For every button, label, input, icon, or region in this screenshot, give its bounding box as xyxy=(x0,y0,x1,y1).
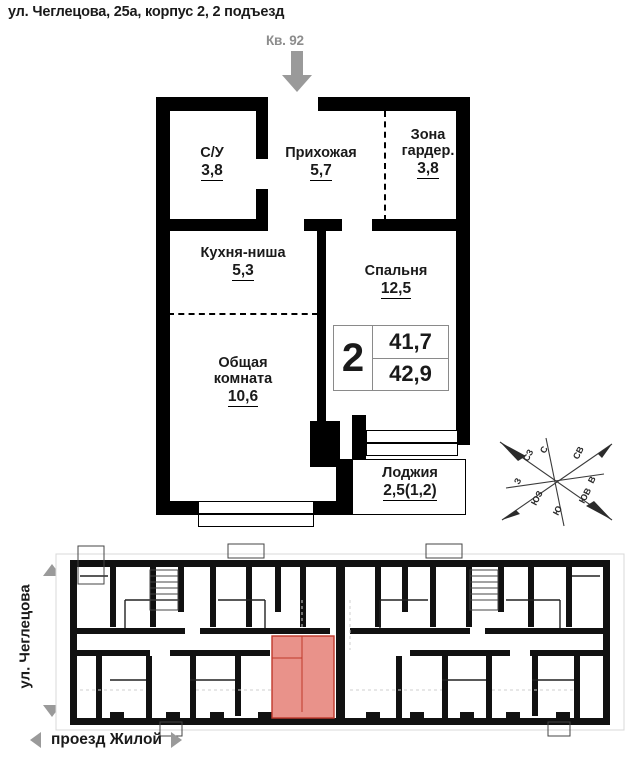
room-name-bathroom: С/У xyxy=(200,145,224,161)
highlighted-apartment xyxy=(271,635,335,719)
room-area-kitchen: 5,3 xyxy=(232,262,254,281)
area-total-value: 42,9 xyxy=(389,361,432,387)
wall-exterior-top-left xyxy=(156,97,268,111)
compass-label-w: З xyxy=(512,476,524,486)
street-label-bottom: проезд Жилой xyxy=(51,731,162,748)
room-area-wardrobe: 3,8 xyxy=(417,160,439,179)
compass-label-e: В xyxy=(586,474,598,485)
building-plan-drawing xyxy=(55,543,625,737)
compass-rose-icon: С СВ В ЮВ Ю ЮЗ З СЗ xyxy=(499,437,613,527)
building-floor-plan: ул. Чеглецова xyxy=(0,540,631,740)
room-area-bathroom: 3,8 xyxy=(201,162,223,181)
wall-central-bottom-block xyxy=(310,421,340,467)
room-area-living: 10,6 xyxy=(227,388,259,407)
room-label-living-room: Общая комната 10,6 xyxy=(172,355,314,407)
room-name-loggia: Лоджия xyxy=(382,465,438,481)
room-area-bedroom: 12,5 xyxy=(380,280,412,299)
loggia-area xyxy=(352,459,466,515)
room-name-kitchen: Кухня-ниша xyxy=(200,245,286,261)
room-label-bedroom: Спальня 12,5 xyxy=(340,263,452,299)
street-label-left: ул. Чеглецова xyxy=(16,584,34,689)
room-label-kitchen: Кухня-ниша 5,3 xyxy=(170,245,316,281)
wall-loggia-left xyxy=(352,415,366,473)
page-title: ул. Чеглецова, 25а, корпус 2, 2 подъезд xyxy=(8,4,285,20)
window-loggia-lower xyxy=(366,443,458,456)
window-living-room-outer xyxy=(198,501,314,514)
compass-label-s: Ю xyxy=(551,504,564,517)
street-bottom-row: проезд Жилой xyxy=(0,725,631,755)
room-name-wardrobe-line2: гардер. xyxy=(401,143,455,160)
compass-label-ne: СВ xyxy=(571,444,586,461)
room-area-hallway: 5,7 xyxy=(310,162,332,181)
compass-label-se: ЮВ xyxy=(577,486,593,505)
window-living-room-inner xyxy=(198,514,314,527)
wall-exterior-right xyxy=(456,97,470,427)
wall-loggia-right xyxy=(456,415,470,445)
wall-exterior-left xyxy=(156,97,170,515)
room-name-hallway: Прихожая xyxy=(285,145,357,161)
wall-wardrobe-bottom xyxy=(372,219,470,231)
room-name-wardrobe-line1: Зона xyxy=(410,127,446,143)
room-area-loggia: 2,5(1,2) xyxy=(383,482,437,501)
room-name-living-line1: Общая xyxy=(218,355,268,371)
area-values: 41,7 42,9 xyxy=(373,326,448,390)
flat-number-label: Кв. 92 xyxy=(266,33,304,48)
area-summary-badge: 2 41,7 42,9 xyxy=(333,325,449,391)
entrance-arrow-icon xyxy=(282,51,312,92)
wall-bathroom-bottom xyxy=(156,219,268,231)
apartment-floor-plan: С/У 3,8 Прихожая 5,7 Зона гардер. 3,8 Ку… xyxy=(0,85,631,530)
room-label-hallway: Прихожая 5,7 xyxy=(266,145,376,181)
room-name-bedroom: Спальня xyxy=(364,263,428,279)
room-label-bathroom: С/У 3,8 xyxy=(162,145,262,181)
divider-hallway-wardrobe xyxy=(384,111,386,221)
compass-label-n: С xyxy=(538,444,550,455)
wall-exterior-top-right xyxy=(318,97,470,111)
street-arrow-left-icon xyxy=(30,732,41,748)
area-living-value: 41,7 xyxy=(373,326,448,359)
room-count-value: 2 xyxy=(334,326,373,390)
divider-kitchen-living xyxy=(168,313,318,315)
room-label-loggia: Лоджия 2,5(1,2) xyxy=(358,465,462,501)
room-name-living-line2: комната xyxy=(213,371,273,388)
wall-bathroom-right-upper xyxy=(256,97,268,159)
compass-label-nw: СЗ xyxy=(521,447,536,463)
wall-central-vertical xyxy=(317,219,326,425)
window-loggia-upper xyxy=(366,430,458,443)
street-arrow-right-icon xyxy=(170,732,182,748)
room-label-wardrobe: Зона гардер. 3,8 xyxy=(386,127,470,179)
